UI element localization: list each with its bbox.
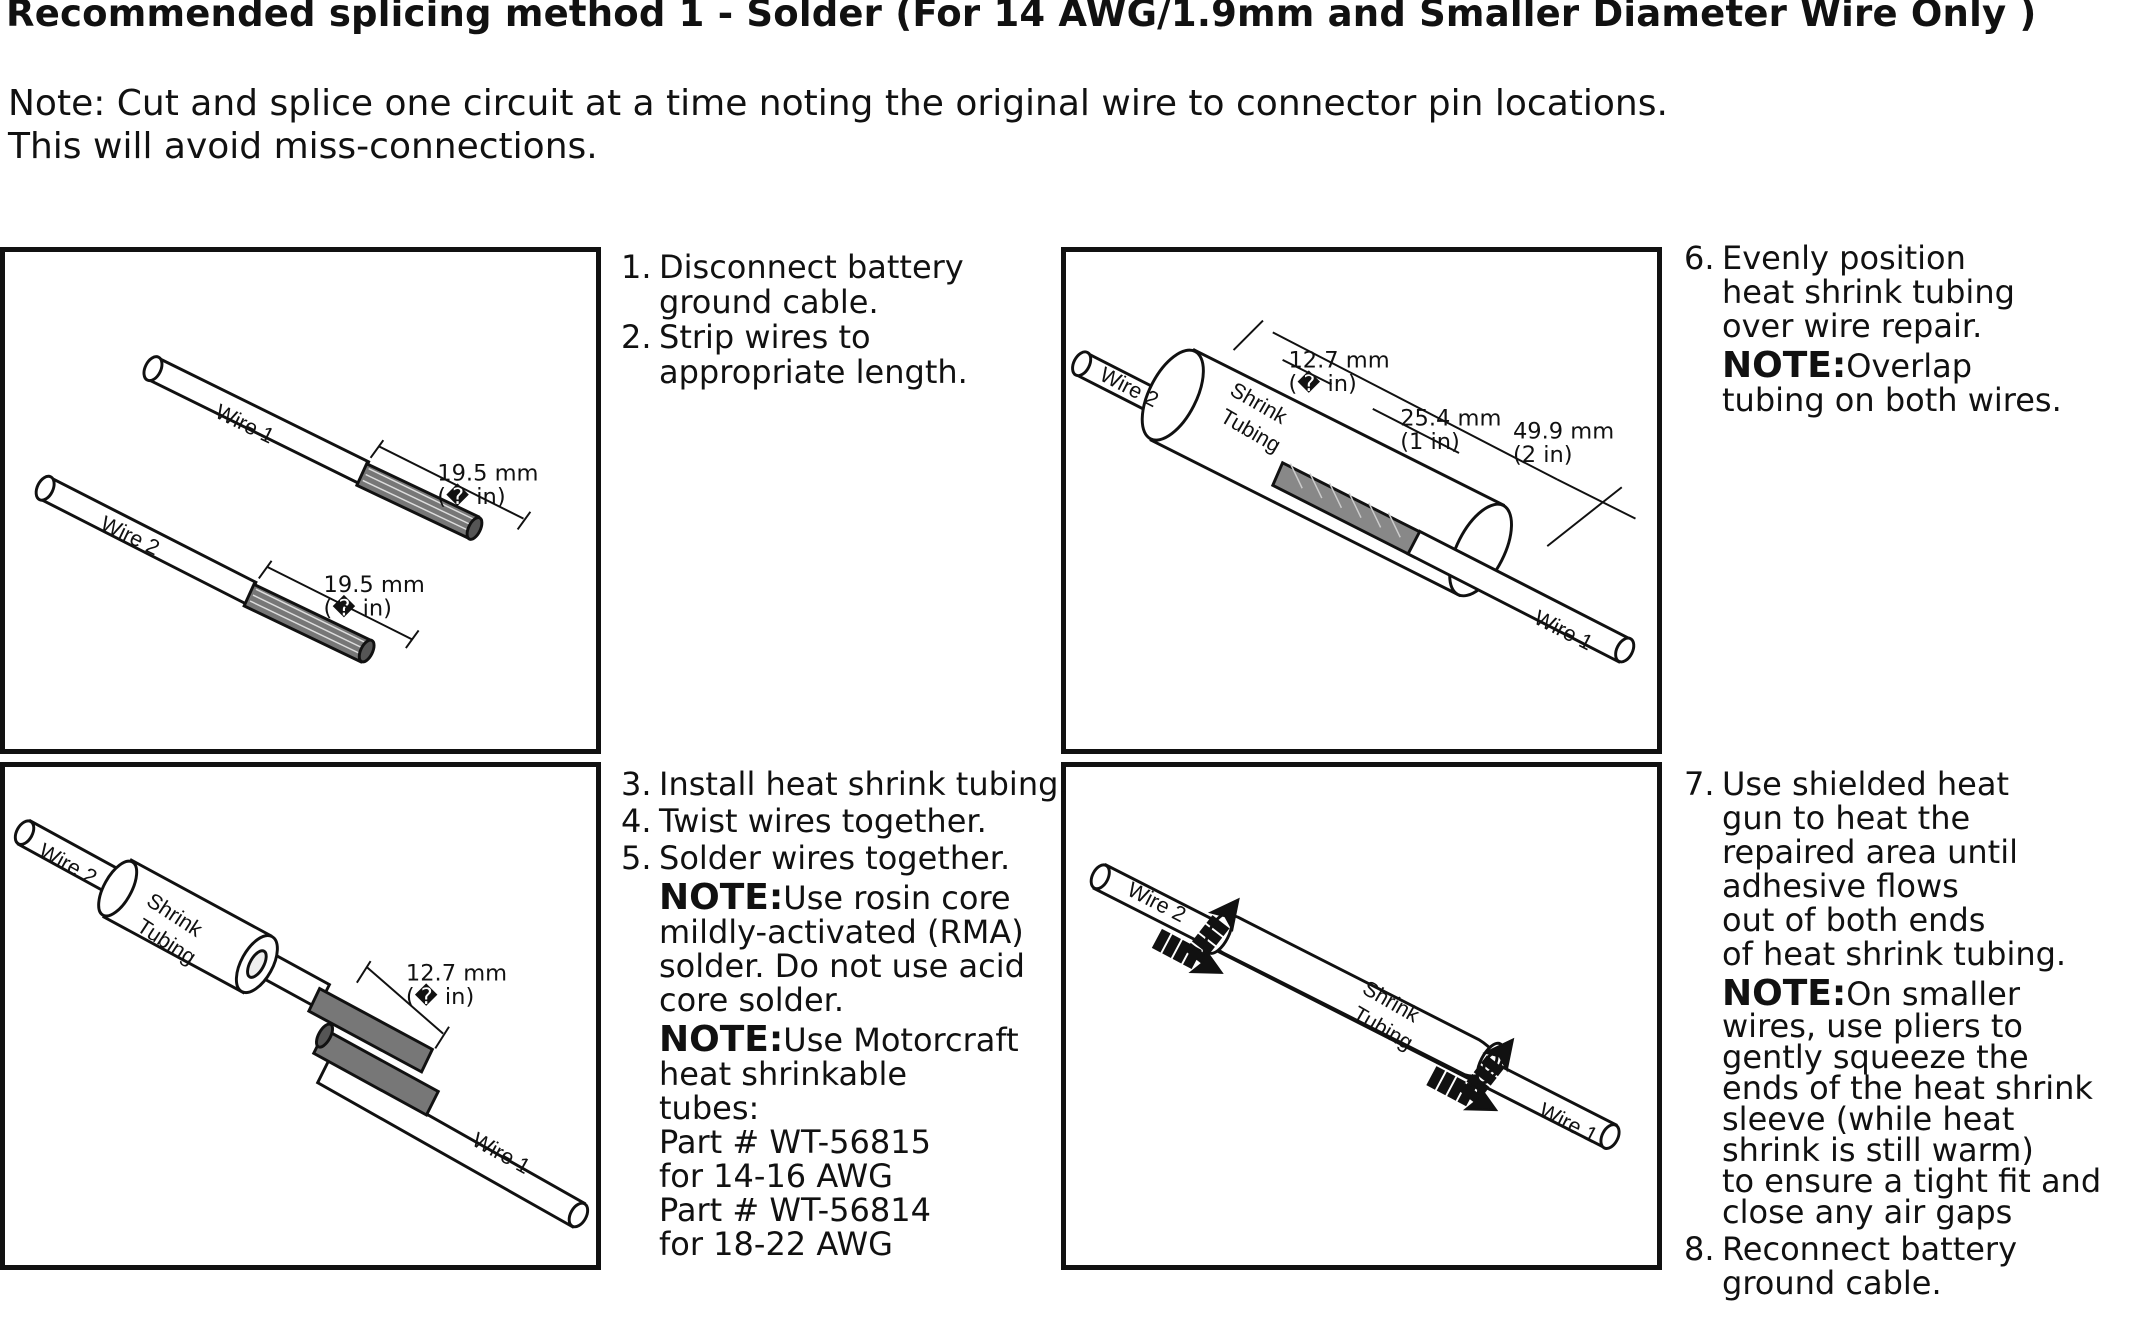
step-4-number: 4. [621,802,652,840]
figure-strip-wires: Wire 1 Wire 2 19.5 mm (� in) 19.5 mm (� … [0,247,601,754]
step-5-number: 5. [621,839,652,877]
fig3-dim-1-in: (� in) [1288,370,1356,397]
note-pliers-line-6: to ensure a tight fit and [1722,1162,2102,1200]
step-2-text-cont: appropriate length. [659,353,968,391]
step-6: 6. Evenly position [1684,241,2062,275]
step-7-number: 7. [1684,765,1715,803]
fig3-dim-3: 49.9 mm [1513,418,1614,444]
note-overlap-line-1: tubing on both wires. [1722,381,2062,419]
steps-7-8: 7. Use shielded heat gun to heat the rep… [1684,767,2101,1300]
note-pliers: NOTE:On smaller [1684,975,2101,1013]
note-motorcraft-line-2: tubes: [659,1089,760,1127]
fig1-dim-a: 19.5 mm [437,460,538,486]
note-rosin-line-2: solder. Do not use acid [659,947,1025,985]
note-overlap-label: NOTE: [1722,345,1847,386]
step-1-number: 1. [621,248,652,286]
fig1-dim-a-in: (� in) [437,483,505,510]
note-rosin-line-1: mildly-activated (RMA) [659,913,1024,951]
fig3-dim-1: 12.7 mm [1288,348,1389,374]
page-title: Recommended splicing method 1 - Solder (… [6,0,2037,35]
note-pliers-line-4: sleeve (while heat [1722,1100,2015,1138]
fig3-dim-3-in: (2 in) [1513,442,1573,468]
step-6-line-2: over wire repair. [1722,307,1983,345]
note-pliers-line-5: shrink is still warm) [1722,1131,2034,1169]
heat-arrows-icon [1151,897,1515,1112]
step-4-text: Twist wires together. [659,802,987,840]
note-pliers-line-2: gently squeeze the [1722,1038,2029,1076]
steps-3-5: 3. Install heat shrink tubing. 4. Twist … [621,767,1069,1261]
step-3-text: Install heat shrink tubing. [659,765,1069,803]
step-5-text: Solder wires together. [659,839,1011,877]
note-pliers-label: NOTE: [1722,973,1847,1014]
step-1: 1. Disconnect battery [621,250,968,285]
step-7-line-3: adhesive flows [1722,867,1959,905]
note-motorcraft-line-4: for 14-16 AWG [659,1157,893,1195]
step-6-number: 6. [1684,239,1715,277]
note-line-2: This will avoid miss-connections. [8,126,598,167]
fig1-dim-b: 19.5 mm [324,572,425,598]
note-rosin-line-3: core solder. [659,981,845,1019]
note-motorcraft-line-1: heat shrinkable [659,1055,908,1093]
install-tubing-drawing: Wire 2 Shrink Tubing Wire 1 12.7 mm (� i… [13,818,590,1229]
figure-install-tubing: Wire 2 Shrink Tubing Wire 1 12.7 mm (� i… [0,762,601,1270]
step-7-line-2: repaired area until [1722,833,2018,871]
step-1-text-cont: ground cable. [659,283,879,321]
step-4: 4. Twist wires together. [621,804,1069,838]
step-2-text: Strip wires to [659,318,871,356]
step-6-block: 6. Evenly position heat shrink tubing ov… [1684,241,2062,417]
position-tubing-drawing: Wire 2 Shrink Tubing Wire 1 12.7 mm (� i… [1071,319,1636,664]
step-7-line-4: out of both ends [1722,901,1986,939]
step-6-line-1: heat shrink tubing [1722,273,2015,311]
fig3-wire2-label: Wire 2 [1096,362,1163,413]
step-2-number: 2. [621,318,652,356]
note-rosin-first: Use rosin core [783,879,1011,917]
fig2-dim-in: (� in) [406,983,474,1010]
step-7-line-1: gun to heat the [1722,799,1971,837]
fig2-dim: 12.7 mm [406,961,507,987]
note-motorcraft-line-6: for 18-22 AWG [659,1225,893,1263]
strip-wires-drawing: Wire 1 Wire 2 19.5 mm (� in) 19.5 mm (� … [34,355,538,664]
figure-position-tubing: Wire 2 Shrink Tubing Wire 1 12.7 mm (� i… [1061,247,1662,754]
note-overlap: NOTE:Overlap [1684,347,2062,385]
step-1-text: Disconnect battery [659,248,964,286]
step-8-text: Reconnect battery [1722,1230,2018,1268]
fig3-dim-2-in: (1 in) [1400,429,1460,455]
step-7-text: Use shielded heat [1722,765,2009,803]
heat-tubing-drawing: Wire 2 Shrink Tubing Wire 1 [1089,863,1621,1150]
step-3: 3. Install heat shrink tubing. [621,767,1069,801]
note-pliers-first: On smaller [1846,975,2020,1013]
note-pliers-line-7: close any air gaps [1722,1193,2013,1231]
fig3-dim-2: 25.4 mm [1400,406,1501,432]
note-motorcraft-first: Use Motorcraft [783,1021,1019,1059]
step-8: 8. Reconnect battery [1684,1232,2101,1266]
note-motorcraft: NOTE:Use Motorcraft [621,1021,1069,1059]
note-line-1: Note: Cut and splice one circuit at a ti… [8,83,1668,124]
step-2: 2. Strip wires to [621,320,968,355]
steps-1-2: 1. Disconnect battery ground cable. 2. S… [621,250,968,390]
note-motorcraft-line-5: Part # WT-56814 [659,1191,931,1229]
note-rosin-label: NOTE: [659,877,784,918]
step-8-line-1: ground cable. [1722,1264,1942,1302]
note-pliers-line-3: ends of the heat shrink [1722,1069,2093,1107]
note-overlap-first: Overlap [1846,347,1973,385]
step-5: 5. Solder wires together. [621,841,1069,875]
fig1-dim-b-in: (� in) [324,595,392,622]
note-motorcraft-label: NOTE: [659,1019,784,1060]
figure-heat-tubing: Wire 2 Shrink Tubing Wire 1 [1061,762,1662,1270]
step-8-number: 8. [1684,1230,1715,1268]
step-3-number: 3. [621,765,652,803]
step-6-text: Evenly position [1722,239,1966,277]
step-7: 7. Use shielded heat [1684,767,2101,801]
step-7-line-5: of heat shrink tubing. [1722,935,2067,973]
note-pliers-line-1: wires, use pliers to [1722,1007,2023,1045]
note-motorcraft-line-3: Part # WT-56815 [659,1123,931,1161]
note-rosin: NOTE:Use rosin core [621,879,1069,917]
